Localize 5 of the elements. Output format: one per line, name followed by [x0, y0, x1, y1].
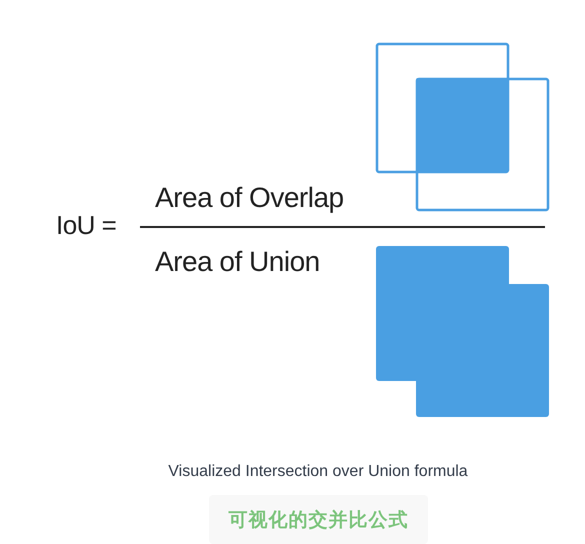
denominator-text: Area of Union: [155, 248, 320, 276]
caption: Visualized Intersection over Union formula: [167, 464, 469, 480]
numerator-text: Area of Overlap: [155, 184, 344, 212]
formula-label: IoU =: [56, 212, 116, 238]
caption-box: 可视化的交并比公式: [209, 495, 428, 544]
